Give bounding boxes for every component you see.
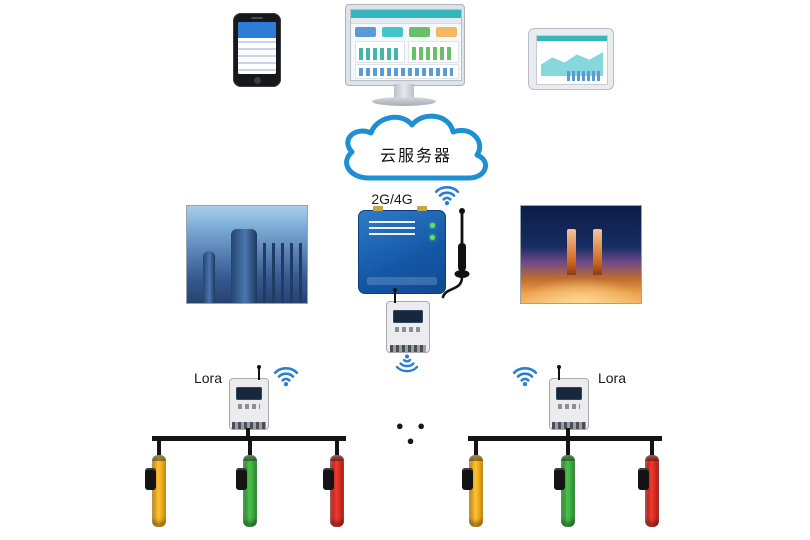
sensor-cap (330, 455, 344, 461)
network-type-label: 2G/4G (371, 191, 413, 207)
meter-screen (555, 387, 583, 400)
meter-buttons (395, 327, 421, 332)
meter-buttons (237, 404, 261, 409)
industrial-plant-photo (186, 205, 308, 304)
wifi-icon (512, 366, 538, 387)
wire-sensor-drop (650, 441, 654, 457)
ct-sensor-red (638, 455, 659, 527)
ct-sensor-green (236, 455, 257, 527)
tablet-screen (536, 35, 608, 85)
ct-sensor-green (554, 455, 575, 527)
sensor-cap (469, 455, 483, 461)
monitor-screen (350, 9, 462, 81)
wire-sensor-drop (566, 441, 570, 457)
plant-chimney (567, 229, 576, 275)
monitor-base (372, 97, 436, 106)
wire-device-drop (246, 428, 250, 438)
tablet-bar-chart (567, 71, 601, 81)
ct-sensor-yellow (462, 455, 483, 527)
ct-sensor-red (323, 455, 344, 527)
smartphone-device (233, 13, 281, 87)
lora-antenna-tip (557, 365, 561, 369)
bar-chart (412, 47, 453, 60)
meter-terminals (389, 345, 427, 352)
monitor-device (345, 4, 465, 86)
gateway-connector-strip (367, 277, 437, 285)
ellipsis-dots: ● ● ● (395, 418, 431, 448)
dashboard-panel (355, 41, 405, 63)
plant-lights-glow (521, 277, 641, 303)
monitor-stand (394, 84, 414, 99)
lora-left-label: Lora (193, 370, 223, 386)
wire-sensor-drop (157, 441, 161, 457)
status-led (430, 223, 435, 228)
gateway-device (358, 206, 446, 294)
meter-screen (393, 310, 423, 323)
meter-buttons (557, 404, 581, 409)
cloud-server-label: 云服务器 (379, 148, 452, 165)
dashboard-stat-chip (382, 27, 403, 37)
phone-screen (238, 22, 276, 74)
cloud-icon (344, 113, 489, 181)
sensor-clamp (462, 468, 473, 490)
meter-antenna-icon (394, 291, 396, 303)
lora-device-left (229, 365, 269, 430)
plant-tower (231, 229, 257, 303)
sensor-cap (152, 455, 166, 461)
meter-antenna-tip (393, 288, 397, 292)
lora-device-right (549, 365, 589, 430)
meter-terminals (552, 422, 586, 429)
sensor-clamp (145, 468, 156, 490)
dashboard-nav-bar (351, 18, 461, 24)
lora-antenna-icon (258, 368, 260, 380)
phone-speaker (251, 17, 263, 19)
wifi-icon (434, 185, 460, 206)
phone-app-list (238, 38, 276, 74)
power-plant-photo (520, 205, 642, 304)
bar-chart (359, 48, 399, 60)
plant-structure (263, 243, 303, 303)
wire-sensor-drop (474, 441, 478, 457)
plant-chimney (593, 229, 602, 275)
lora-antenna-tip (257, 365, 261, 369)
phone-home-button (254, 77, 261, 84)
lora-antenna-icon (558, 368, 560, 380)
sensor-clamp (554, 468, 565, 490)
phone-app-header (238, 22, 276, 38)
dashboard-panel (355, 64, 459, 79)
sensor-cap (645, 455, 659, 461)
dashboard-stat-chip (409, 27, 430, 37)
antenna-icon (441, 208, 470, 299)
status-led (430, 235, 435, 240)
tablet-app-header (537, 36, 607, 41)
ct-sensor-yellow (145, 455, 166, 527)
wifi-icon (395, 354, 419, 373)
dashboard-header-bar (351, 10, 461, 18)
plant-tower (203, 251, 215, 303)
bar-chart (359, 68, 453, 76)
wifi-icon (273, 366, 299, 387)
dashboard-panel (408, 41, 459, 63)
dashboard-stat-chip (355, 27, 376, 37)
wire-sensor-drop (248, 441, 252, 457)
gateway-label-text (369, 221, 415, 239)
antenna-port (373, 206, 383, 211)
sensor-clamp (236, 468, 247, 490)
sensor-clamp (638, 468, 649, 490)
wire-bus-left (152, 436, 346, 441)
sensor-cap (561, 455, 575, 461)
tablet-device (528, 28, 614, 90)
sensor-cap (243, 455, 257, 461)
meter-terminals (232, 422, 266, 429)
wire-sensor-drop (335, 441, 339, 457)
sensor-clamp (323, 468, 334, 490)
wire-device-drop (566, 428, 570, 438)
dashboard-stat-chip (436, 27, 457, 37)
meter-screen (235, 387, 263, 400)
energy-meter-device (386, 288, 430, 353)
lora-right-label: Lora (597, 370, 627, 386)
wire-bus-right (468, 436, 662, 441)
antenna-port (417, 206, 427, 211)
